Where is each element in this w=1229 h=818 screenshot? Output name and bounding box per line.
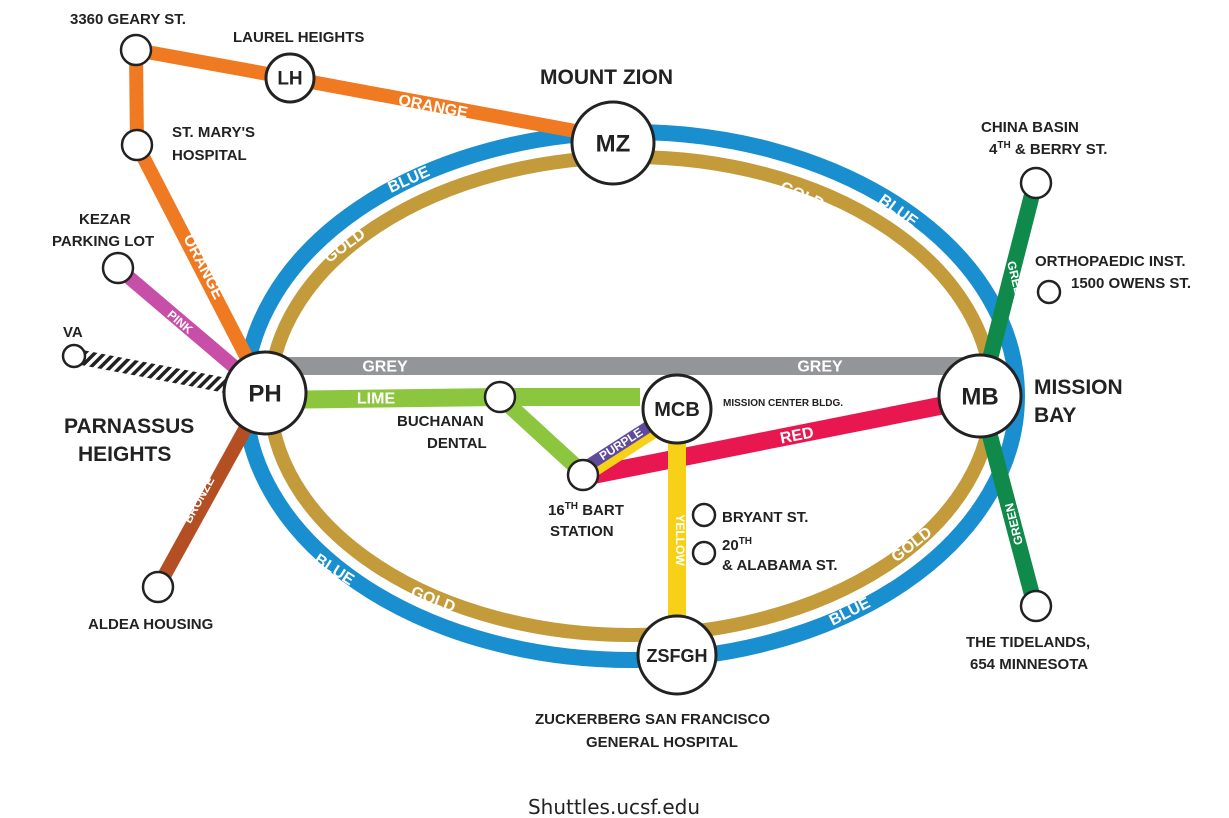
red-route (581, 389, 982, 486)
kezar-label-2: PARKING LOT (52, 233, 154, 250)
mb-hub-code: MB (961, 384, 998, 411)
bart-label-2: STATION (550, 523, 614, 540)
stmary-stop (120, 128, 154, 162)
tidelands-label-2: 654 MINNESOTA (970, 656, 1088, 673)
red-route-label: RED (779, 424, 815, 447)
alabama-label-1: 20TH (722, 536, 752, 554)
ortho-stop (1036, 279, 1062, 305)
mz-hub-code: MZ (596, 131, 631, 158)
geary-label: 3360 GEARY ST. (70, 11, 186, 28)
mz-hub (570, 100, 656, 186)
mb-label-1: MISSION (1034, 376, 1123, 399)
va-stop (61, 343, 87, 369)
bart-stop (566, 458, 600, 492)
alabama-label-2: & ALABAMA ST. (722, 557, 838, 574)
ph-label-2: HEIGHTS (78, 443, 171, 466)
bart-label-1: 16TH BART (548, 501, 624, 519)
yellow-route-label: YELLOW (673, 514, 687, 566)
ortho-label-1: ORTHOPAEDIC INST. (1035, 253, 1186, 270)
mz-label: MOUNT ZION (540, 66, 673, 89)
tidelands-stop (1019, 589, 1053, 623)
lime-route (264, 388, 640, 409)
lh-hub (264, 52, 316, 104)
alabama-stop (691, 540, 717, 566)
buchanan-stop (483, 380, 517, 414)
grey-route-label-west: GREY (362, 359, 408, 376)
china-basin-stop (1019, 166, 1053, 200)
buchanan-label-1: BUCHANAN (397, 413, 484, 430)
china-label-1: CHINA BASIN (981, 119, 1079, 136)
lime-route-label: LIME (357, 391, 396, 408)
footer-url[interactable]: Shuttles.ucsf.edu (528, 795, 700, 818)
mcb-label: MISSION CENTER BLDG. (723, 398, 843, 409)
zsfgh-hub (636, 614, 718, 696)
ph-hub-code: PH (248, 381, 281, 408)
mb-label-2: BAY (1034, 404, 1076, 427)
mb-hub (937, 353, 1023, 439)
ortho-label-2: 1500 OWENS ST. (1071, 275, 1191, 292)
bryant-stop (691, 502, 717, 528)
zsfgh-label-2: GENERAL HOSPITAL (586, 734, 738, 751)
orange-route-label-west: ORANGE (179, 232, 226, 303)
zsfgh-hub-code: ZSFGH (647, 646, 708, 666)
geary-stop (119, 33, 153, 67)
bryant-label: BRYANT ST. (722, 509, 808, 526)
stmary-label-2: HOSPITAL (172, 147, 247, 164)
va-label: VA (63, 324, 83, 341)
ph-hub (222, 350, 308, 436)
mcb-hub (641, 373, 713, 445)
tidelands-label-1: THE TIDELANDS, (966, 634, 1090, 651)
kezar-stop (101, 251, 135, 285)
kezar-label-1: KEZAR (79, 211, 131, 228)
zsfgh-label-1: ZUCKERBERG SAN FRANCISCO (535, 711, 770, 728)
mcb-hub-code: MCB (654, 399, 700, 421)
aldea-label: ALDEA HOUSING (88, 616, 213, 633)
grey-route-label-east: GREY (797, 359, 843, 376)
aldea-stop (141, 570, 175, 604)
orange-route-label: ORANGE (397, 92, 470, 122)
ph-label-1: PARNASSUS (64, 415, 194, 438)
buchanan-label-2: DENTAL (427, 435, 487, 452)
stmary-label-1: ST. MARY'S (172, 124, 255, 141)
lh-hub-code: LH (277, 69, 302, 90)
blue-route-label-nw: BLUE (386, 163, 433, 196)
china-label-2: 4TH & BERRY ST. (989, 140, 1107, 158)
lh-label: LAUREL HEIGHTS (233, 29, 364, 46)
